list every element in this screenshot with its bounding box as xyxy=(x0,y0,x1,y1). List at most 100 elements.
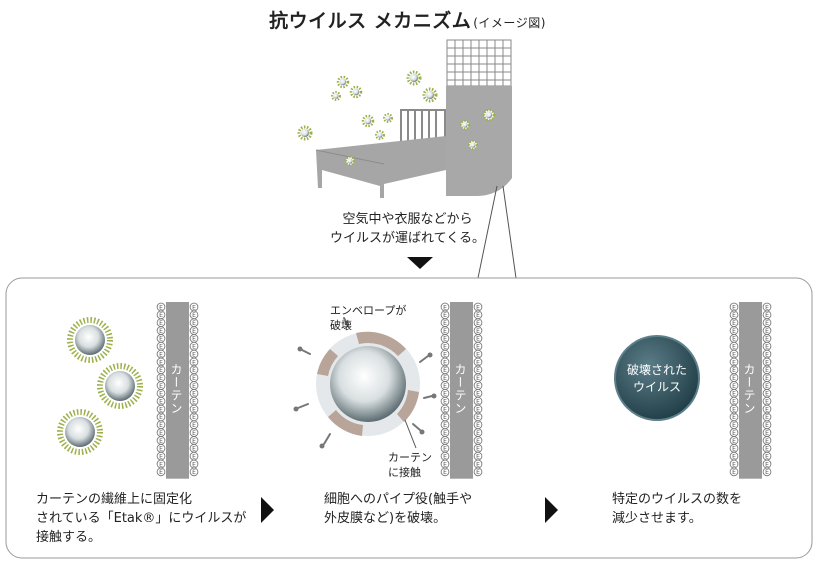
etak-bead-letter: E xyxy=(765,453,769,460)
etak-bead-letter: E xyxy=(159,336,163,343)
step2-caption: 細胞へのパイプ役(触手や 外皮膜など)を破壊。 xyxy=(324,490,472,528)
etak-bead-letter: E xyxy=(476,438,480,445)
bed-shape xyxy=(316,136,446,198)
step1-caption-line2: されている「Etak®」にウイルスが xyxy=(36,511,247,526)
etak-bead-letter: E xyxy=(732,336,736,343)
etak-bead-letter: E xyxy=(476,304,480,311)
etak-bead-letter: E xyxy=(159,320,163,327)
etak-bead-letter: E xyxy=(192,438,196,445)
curtain-shape xyxy=(446,86,512,196)
etak-bead-letter: E xyxy=(192,446,196,453)
etak-bead-letter: E xyxy=(443,320,447,327)
etak-bead xyxy=(156,467,166,477)
step1-caption-line1: カーテンの繊維上に固定化 xyxy=(36,492,193,507)
etak-bead-letter: E xyxy=(476,375,480,382)
etak-bead-letter: E xyxy=(443,430,447,437)
etak-bead-letter: E xyxy=(192,406,196,413)
envelope-callout: エンベロープが 破壊 xyxy=(330,303,406,333)
destroyed-virus-label-line1: 破壊された xyxy=(626,363,687,377)
title-subtitle: (イメージ図) xyxy=(473,16,546,30)
etak-bead-letter: E xyxy=(443,469,447,476)
destroyed-virus-label-line2: ウイルス xyxy=(632,380,681,394)
scene-caption-line2: ウイルスが運ばれてくる。 xyxy=(330,231,485,246)
etak-bead-letter: E xyxy=(476,422,480,429)
etak-bead-letter: E xyxy=(476,367,480,374)
etak-bead-letter: E xyxy=(192,359,196,366)
fiber-label-2: カーテン xyxy=(453,363,467,415)
contact-callout-line xyxy=(404,419,417,449)
etak-bead-letter: E xyxy=(192,320,196,327)
intact-virus-1 xyxy=(67,317,113,363)
etak-bead-letter: E xyxy=(159,383,163,390)
etak-bead-letter: E xyxy=(765,344,769,351)
etak-bead-letter: E xyxy=(765,359,769,366)
etak-bead-letter: E xyxy=(765,328,769,335)
fiber-bar xyxy=(739,302,762,479)
etak-bead-letter: E xyxy=(476,359,480,366)
etak-bead-letter: E xyxy=(159,406,163,413)
etak-bead-letter: E xyxy=(159,414,163,421)
etak-bead-letter: E xyxy=(159,375,163,382)
scene-caption: 空気中や衣服などから ウイルスが運ばれてくる。 xyxy=(0,210,815,248)
etak-bead-letter: E xyxy=(732,406,736,413)
etak-bead-letter: E xyxy=(732,312,736,319)
etak-bead xyxy=(762,467,772,477)
bed-headboard xyxy=(400,109,446,143)
etak-bead-letter: E xyxy=(443,399,447,406)
etak-bead-letter: E xyxy=(476,406,480,413)
contact-callout-line2: に接触 xyxy=(388,466,421,479)
page-title: 抗ウイルス メカニズム(イメージ図) xyxy=(0,6,815,33)
etak-bead-letter: E xyxy=(476,430,480,437)
fiber-bar xyxy=(166,302,189,479)
etak-bead-letter: E xyxy=(443,406,447,413)
etak-bead-letter: E xyxy=(192,430,196,437)
etak-bead-letter: E xyxy=(732,453,736,460)
etak-bead-letter: E xyxy=(159,453,163,460)
intact-virus-2 xyxy=(97,363,143,409)
title-main: 抗ウイルス メカニズム xyxy=(269,10,472,32)
etak-bead-letter: E xyxy=(476,414,480,421)
step-arrow-1-icon xyxy=(261,497,274,523)
etak-bead-letter: E xyxy=(159,438,163,445)
etak-bead-letter: E xyxy=(192,461,196,468)
etak-bead-letter: E xyxy=(192,414,196,421)
etak-bead-letter: E xyxy=(192,328,196,335)
etak-bead-letter: E xyxy=(192,383,196,390)
etak-bead-letter: E xyxy=(732,469,736,476)
etak-bead-letter: E xyxy=(476,344,480,351)
etak-bead-letter: E xyxy=(765,367,769,374)
etak-bead-letter: E xyxy=(192,312,196,319)
etak-bead-letter: E xyxy=(192,367,196,374)
etak-bead-letter: E xyxy=(765,461,769,468)
etak-bead-letter: E xyxy=(765,383,769,390)
etak-bead-letter: E xyxy=(765,422,769,429)
etak-bead-letter: E xyxy=(192,304,196,311)
etak-bead-letter: E xyxy=(765,312,769,319)
step-arrow-2-icon xyxy=(545,497,558,523)
etak-bead-letter: E xyxy=(159,422,163,429)
etak-bead-letter: E xyxy=(192,344,196,351)
etak-bead-letter: E xyxy=(732,422,736,429)
etak-bead-letter: E xyxy=(443,367,447,374)
etak-bead-letter: E xyxy=(765,304,769,311)
etak-bead-letter: E xyxy=(732,304,736,311)
etak-bead-letter: E xyxy=(476,351,480,358)
room-scene xyxy=(315,39,512,198)
intact-virus-3 xyxy=(57,409,103,455)
fiber-label-1: カーテン xyxy=(169,363,183,415)
down-arrow-icon xyxy=(407,257,433,269)
destroyed-virus-label: 破壊された ウイルス xyxy=(617,362,697,396)
fiber-bar xyxy=(450,302,473,479)
fiber-label-3: カーテン xyxy=(742,363,756,415)
etak-bead-letter: E xyxy=(159,304,163,311)
etak-bead-letter: E xyxy=(443,344,447,351)
etak-bead-letter: E xyxy=(159,446,163,453)
etak-bead-letter: E xyxy=(765,406,769,413)
etak-bead-letter: E xyxy=(732,344,736,351)
etak-bead-letter: E xyxy=(443,414,447,421)
etak-bead-letter: E xyxy=(443,383,447,390)
curtain-fibers: EEEEEEEEEEEEEEEEEEEEEEEEEEEEEEEEEEEEEEEE… xyxy=(156,302,772,479)
etak-bead-letter: E xyxy=(476,391,480,398)
envelope-callout-line1: エンベロープが xyxy=(330,304,407,317)
step2-caption-line2: 外皮膜など)を破壊。 xyxy=(324,511,447,526)
